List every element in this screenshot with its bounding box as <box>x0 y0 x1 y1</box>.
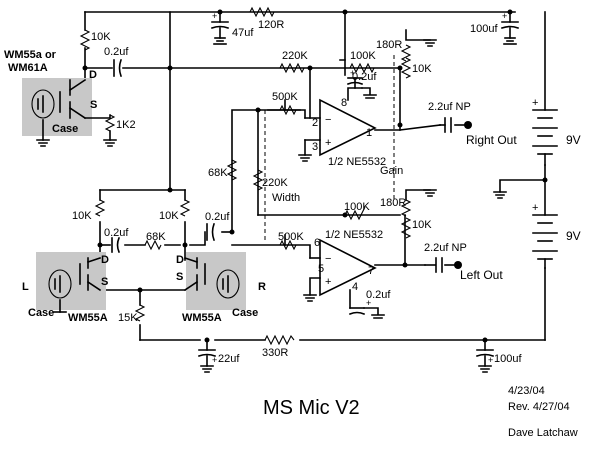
label-date: 4/23/04 <box>508 385 545 397</box>
svg-text:−: − <box>325 114 331 126</box>
label-left-out: Left Out <box>460 268 503 282</box>
label-mic-left-source: S <box>101 276 108 288</box>
label-r-68k-left: 68K <box>208 167 228 179</box>
label-c-22uf-np-bottom: 2.2uf NP <box>424 242 467 254</box>
polarity-marks: + + + + + + + + <box>212 11 538 365</box>
mic-right <box>183 252 246 310</box>
battery-bottom <box>532 214 558 269</box>
label-opamp-bottom-pin6: 6 <box>314 237 320 249</box>
label-mic-mid-case: Case <box>52 123 78 135</box>
left-out-terminal <box>454 261 462 269</box>
label-mic-right-source: S <box>176 271 183 283</box>
label-pot-500k-bottom: 500K <box>278 231 304 243</box>
label-opamp-top-name: 1/2 NE5532 <box>328 156 386 168</box>
wires <box>84 11 546 351</box>
label-c-22uf-np-top: 2.2uf NP <box>428 101 471 113</box>
label-pot-10k-top: 10K <box>412 63 432 75</box>
nodes <box>82 9 548 343</box>
mic-left <box>36 252 106 313</box>
label-r-10k-left: 10K <box>72 210 92 222</box>
svg-text:+: + <box>532 97 538 109</box>
label-mic-left-drain: D <box>101 254 109 266</box>
opamp-bottom: − + <box>319 238 377 297</box>
label-opamp-bottom-name: 1/2 NE5532 <box>325 229 383 241</box>
label-mic-left-model: WM55A <box>68 312 108 324</box>
label-r-mid-drain: 10K <box>91 31 111 43</box>
label-battery-top: 9V <box>566 133 581 147</box>
svg-text:+: + <box>212 355 217 365</box>
label-c-02uf-pin4: 0.2uf <box>366 289 391 301</box>
label-opamp-bottom-pin4: 4 <box>352 281 358 293</box>
label-width: Width <box>272 192 300 204</box>
label-r-mid-source: 1K2 <box>116 119 136 131</box>
label-opamp-bottom-pin7: 7 <box>368 265 374 277</box>
label-mic-right-case: Case <box>232 307 258 319</box>
label-r-100k-top: 100K <box>350 50 376 62</box>
label-pot-10k-bottom: 10K <box>412 219 432 231</box>
label-mic-mid-model: WM55a or <box>4 49 57 61</box>
label-battery-bottom: 9V <box>566 229 581 243</box>
label-gain: Gain <box>380 165 403 177</box>
svg-text:+: + <box>325 276 331 288</box>
svg-text:+: + <box>212 11 217 21</box>
label-opamp-top-pin8: 8 <box>341 97 347 109</box>
right-out-terminal <box>464 121 472 129</box>
labels: 10K 0.2uf WM55a or WM61A D S Case 1K2 47… <box>4 19 581 439</box>
label-c-22uf: 22uf <box>218 353 240 365</box>
label-mic-left-case: Case <box>28 307 54 319</box>
svg-text:+: + <box>502 11 507 21</box>
svg-text:+: + <box>325 137 331 149</box>
svg-text:+: + <box>350 68 355 78</box>
label-opamp-top-pin3: 3 <box>312 141 318 153</box>
svg-text:+: + <box>532 202 538 214</box>
resistors <box>79 6 412 346</box>
label-c-47uf: 47uf <box>232 27 254 39</box>
svg-text:+: + <box>488 355 493 365</box>
label-opamp-bottom-pin5: 5 <box>318 263 324 275</box>
label-opamp-top-pin1: 1 <box>366 127 372 139</box>
label-author: Dave Latchaw <box>508 427 578 439</box>
label-c-02uf-left: 0.2uf <box>104 227 129 239</box>
label-r-180r-top: 180R <box>376 39 402 51</box>
label-right-out: Right Out <box>466 133 517 147</box>
ground-symbols <box>36 39 517 373</box>
capacitors <box>111 21 520 367</box>
label-r-330r: 330R <box>262 347 288 359</box>
opamp-top: − + <box>319 98 377 157</box>
label-r-120r: 120R <box>258 19 284 31</box>
label-mic-mid-model2: WM61A <box>8 62 48 74</box>
label-r-100k-bottom: 100K <box>344 201 370 213</box>
label-c-02uf-right: 0.2uf <box>205 211 230 223</box>
label-mic-right-tag: R <box>258 281 266 293</box>
label-r-220k-top: 220K <box>282 50 308 62</box>
label-r-68k-bottom: 68K <box>146 231 166 243</box>
label-c-100uf-bottom: 100uf <box>494 353 522 365</box>
label-opamp-top-pin2: 2 <box>312 117 318 129</box>
label-pot-500k-top: 500K <box>272 91 298 103</box>
mic-mid <box>22 78 111 141</box>
svg-text:−: − <box>325 253 331 265</box>
label-c-100uf-top: 100uf <box>470 23 498 35</box>
label-mic-right-model: WM55A <box>182 312 222 324</box>
label-c-02uf-pin8: 0.2uf <box>352 71 377 83</box>
label-c-mid-coupling: 0.2uf <box>104 46 129 58</box>
label-r-10k-right: 10K <box>159 210 179 222</box>
label-mic-left-tag: L <box>22 281 29 293</box>
svg-text:+: + <box>366 298 371 308</box>
label-r-220k-mid: 220K <box>262 177 288 189</box>
label-r-15k: 15K <box>118 312 138 324</box>
label-mic-mid-drain: D <box>89 69 97 81</box>
label-mic-right-drain: D <box>176 254 184 266</box>
label-r-180r-bottom: 180R <box>380 197 406 209</box>
battery-top <box>532 109 558 166</box>
label-mic-mid-source: S <box>90 99 97 111</box>
ganged-pot-linkage <box>264 55 395 240</box>
schematic-title: MS Mic V2 <box>263 397 360 419</box>
label-rev: Rev. 4/27/04 <box>508 401 570 413</box>
